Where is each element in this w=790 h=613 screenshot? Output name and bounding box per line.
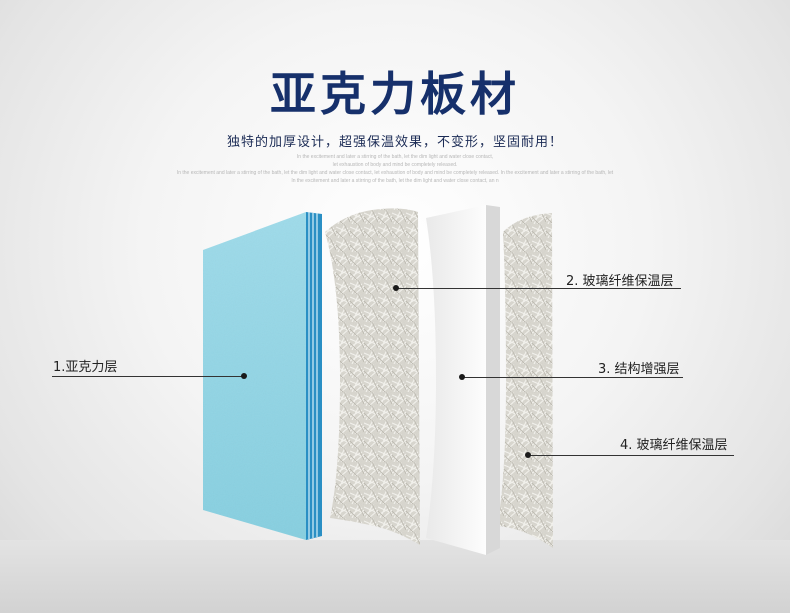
layer-4-glass-fiber-panel <box>497 213 553 548</box>
fine-print-line: let exhaustion of body and mind be compl… <box>332 162 458 168</box>
callout-label-glass-fiber-2: 4. 玻璃纤维保温层 <box>620 438 728 453</box>
callout-line-glass-fiber-2 <box>528 455 734 456</box>
layer-3-structural-board <box>426 205 500 555</box>
page-title: 亚克力板材 <box>270 67 520 121</box>
callout-label-structural: 3. 结构增强层 <box>598 362 680 377</box>
page-subtitle: 独特的加厚设计，超强保温效果，不变形，坚固耐用！ <box>226 135 563 150</box>
callout-dot-glass-fiber-2 <box>525 452 531 458</box>
callout-line-structural <box>462 377 683 378</box>
floor-shadow <box>0 540 790 613</box>
callout-label-acrylic: 1.亚克力层 <box>53 360 118 375</box>
fine-print-line: In the excitement and later a stirring o… <box>176 170 614 176</box>
layer-2-glass-fiber-panel <box>325 208 420 545</box>
callout-line-glass-fiber-1 <box>396 288 681 289</box>
callout-dot-acrylic <box>241 373 247 379</box>
callout-dot-glass-fiber-1 <box>393 285 399 291</box>
layer-1-acrylic-panel <box>203 212 322 540</box>
callout-line-acrylic <box>52 376 245 377</box>
fine-print-line: In the excitement and later a stirring o… <box>291 178 499 184</box>
callout-label-glass-fiber-1: 2. 玻璃纤维保温层 <box>566 274 674 289</box>
callout-dot-structural <box>459 374 465 380</box>
fine-print-line: In the excitement and later a stirring o… <box>296 154 494 160</box>
